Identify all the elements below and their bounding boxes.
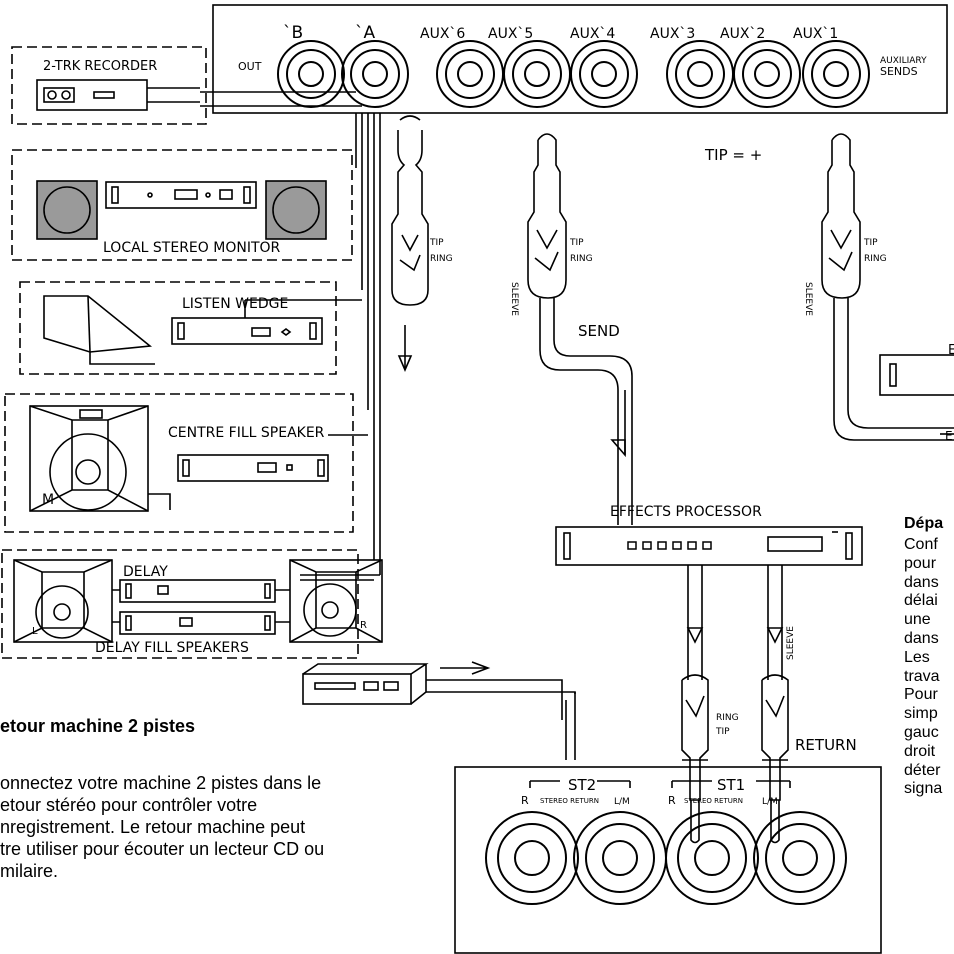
- retour-line: onnectez votre machine 2 pistes dans le: [0, 773, 322, 793]
- jack-socket-B: [277, 40, 345, 108]
- jack-socket-aux1: [802, 40, 870, 108]
- centre-fill-mark: M: [42, 492, 54, 508]
- jack-label-aux6: AUX`6: [420, 26, 465, 42]
- jack-label-aux2: AUX`2: [720, 26, 765, 42]
- right-line: dans: [904, 629, 939, 647]
- return-sleeve: SLEEVE: [786, 626, 796, 660]
- jack-socket-st1-r: [665, 811, 759, 905]
- aux-sends-label-2: SENDS: [880, 65, 918, 78]
- local-monitor-label: LOCAL STEREO MONITOR: [103, 240, 281, 256]
- auxiliary-sends-panel: [212, 4, 948, 114]
- right-line: simp: [904, 705, 938, 723]
- right-line: Conf: [904, 536, 938, 553]
- right-edge-label-b: E: [945, 429, 953, 443]
- recorder-title: 2-TRK RECORDER: [43, 59, 157, 74]
- st1-stereo-return: STEREO RETURN: [684, 797, 743, 805]
- plug3-ring: RING: [864, 254, 887, 264]
- right-line: gauc: [904, 723, 939, 741]
- retour-body: onnectez votre machine 2 pistes dans le …: [0, 772, 442, 882]
- right-line: déter: [904, 761, 941, 779]
- jack-label-A: `A: [355, 23, 376, 43]
- st2-label: ST2: [568, 776, 596, 794]
- right-edge-label-a: E: [948, 343, 954, 358]
- return-ring: RING: [716, 713, 739, 723]
- right-line: signa: [904, 780, 943, 798]
- return-label: RETURN: [795, 736, 857, 754]
- jack-label-aux3: AUX`3: [650, 26, 695, 42]
- centre-fill-label: CENTRE FILL SPEAKER: [168, 425, 325, 441]
- jack-sockets: [277, 40, 870, 905]
- listen-wedge-label: LISTEN WEDGE: [182, 296, 288, 312]
- plug1-tip: TIP: [429, 238, 444, 248]
- jack-label-aux1: AUX`1: [793, 26, 838, 42]
- plug2-tip: TIP: [569, 238, 584, 248]
- plug3-sleeve: SLEEVE: [803, 282, 813, 316]
- right-line: pour: [904, 554, 937, 572]
- retour-line: milaire.: [0, 861, 59, 881]
- delay-label: DELAY: [123, 564, 168, 580]
- jack-socket-st2-r: [485, 811, 579, 905]
- delay-fill-label: DELAY FILL SPEAKERS: [95, 640, 249, 656]
- right-line: droit: [904, 742, 936, 760]
- right-line: Les: [904, 648, 930, 666]
- send-label: SEND: [578, 322, 620, 340]
- st2-lm: L/M: [614, 797, 630, 807]
- retour-line: nregistrement. Le retour machine peut: [0, 817, 306, 837]
- tip-equals-plus: TIP = +: [704, 146, 762, 164]
- plug2-sleeve: SLEEVE: [509, 282, 519, 316]
- aux-sends-label-1: AUXILIARY: [880, 56, 927, 66]
- right-line: Pour: [904, 686, 938, 704]
- jack-socket-aux4: [570, 40, 638, 108]
- plug1-ring: RING: [430, 254, 453, 264]
- jack-label-B: `B: [283, 23, 303, 43]
- plug2-ring: RING: [570, 254, 593, 264]
- right-line: une: [904, 611, 931, 629]
- jack-socket-st1-lm: [753, 811, 847, 905]
- jack-label-aux5: AUX`5: [488, 26, 533, 42]
- retour-title: etour machine 2 pistes: [0, 716, 196, 736]
- jack-label-aux4: AUX`4: [570, 26, 615, 42]
- plug3-tip: TIP: [863, 238, 878, 248]
- right-line: dans: [904, 573, 939, 591]
- jack-socket-aux6: [436, 40, 504, 108]
- right-title: Dépa: [904, 515, 944, 532]
- delay-left-mark: L: [32, 626, 38, 637]
- retour-line: etour stéréo pour contrôler votre: [0, 795, 258, 815]
- st1-label: ST1: [717, 776, 745, 794]
- st2-r: R: [521, 794, 529, 807]
- jack-socket-st2-lm: [573, 811, 667, 905]
- right-body: Conf pour dans délai une dans Les trava …: [904, 536, 942, 799]
- effects-processor-label: EFFECTS PROCESSOR: [610, 504, 762, 520]
- right-line: délai: [904, 592, 938, 610]
- st1-lm: L/M: [762, 797, 778, 807]
- jack-socket-aux3: [666, 40, 734, 108]
- jack-socket-A: [341, 40, 409, 108]
- delay-right-mark: R: [360, 620, 367, 631]
- st1-r: R: [668, 794, 676, 807]
- out-label: OUT: [238, 60, 262, 73]
- st2-stereo-return: STEREO RETURN: [540, 797, 599, 805]
- jack-socket-aux5: [503, 40, 571, 108]
- jack-socket-aux2: [733, 40, 801, 108]
- return-tip: TIP: [715, 727, 730, 737]
- retour-line: tre utiliser pour écouter un lecteur CD …: [0, 839, 325, 859]
- right-line: trava: [904, 667, 940, 685]
